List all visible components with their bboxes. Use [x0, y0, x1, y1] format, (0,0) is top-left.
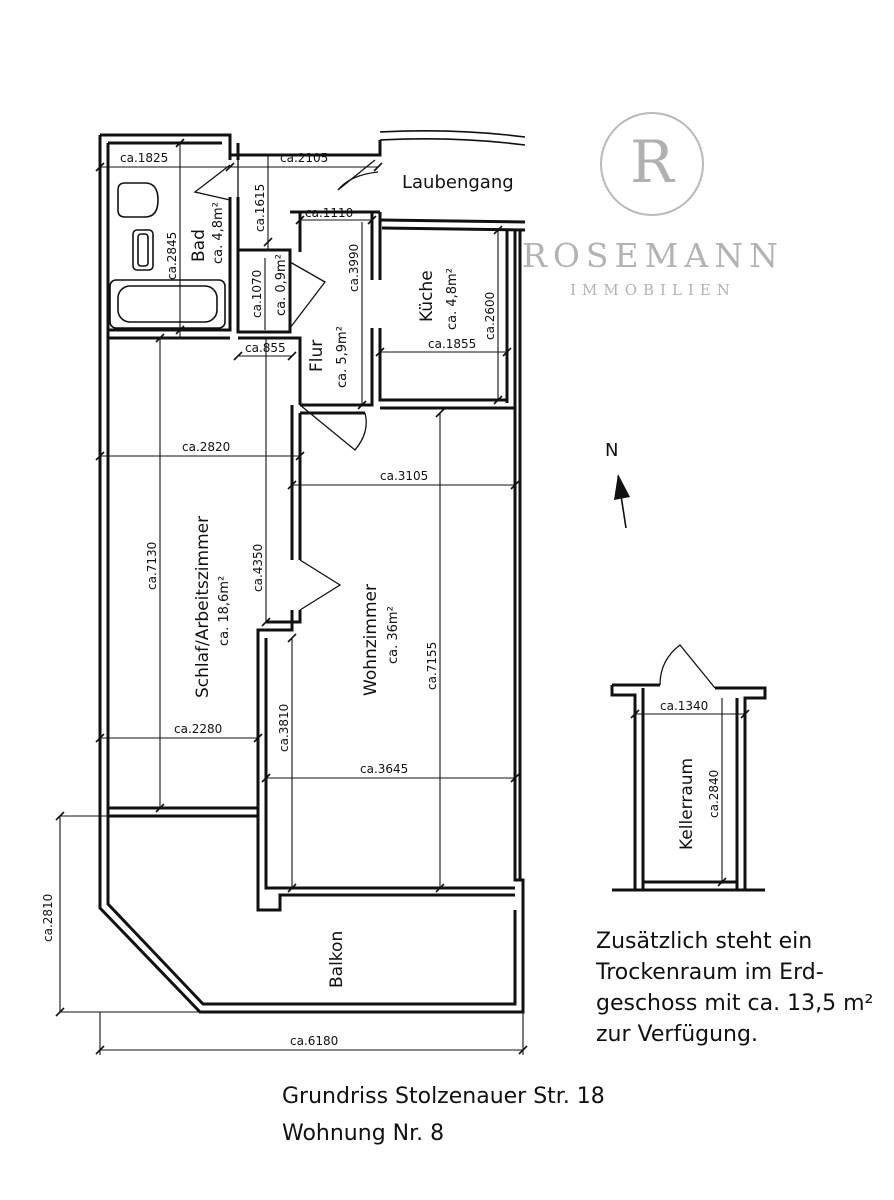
dim-label: ca.4350 — [251, 544, 265, 592]
room-name-balkon: Balkon — [327, 931, 347, 988]
dim-label: ca.3105 — [380, 469, 428, 483]
north-arrow-icon — [614, 474, 630, 529]
dim-label: ca.2810 — [41, 894, 55, 942]
dim-label: ca.3810 — [277, 704, 291, 752]
laubengang-label: Laubengang — [402, 172, 514, 193]
dim-label: ca.2600 — [483, 292, 497, 340]
dim-label: ca.1615 — [253, 184, 267, 232]
north-label: N — [605, 440, 619, 461]
caption-unit: Wohnung Nr. 8 — [282, 1121, 445, 1146]
dim-label: ca.1340 — [660, 699, 708, 713]
dim-label: ca.6180 — [290, 1034, 338, 1048]
dim-label: ca.1110 — [305, 206, 353, 220]
watermark-brand-name: ROSEMANN — [522, 236, 784, 275]
additional-note: Zusätzlich steht ein Trockenraum im Erd-… — [596, 926, 894, 1050]
dim-label: ca.3990 — [347, 244, 361, 292]
room-name-wohn: Wohnzimmer — [361, 584, 381, 696]
dimension-lines — [59, 143, 745, 1055]
caption-address: Grundriss Stolzenauer Str. 18 — [282, 1084, 605, 1109]
room-area-flur: ca. 5,9m² — [335, 326, 350, 388]
watermark-logo-letter: R — [630, 128, 674, 196]
dim-label: ca.1070 — [250, 270, 264, 318]
dim-label: ca.2820 — [182, 440, 230, 454]
dim-label: ca.1825 — [120, 151, 168, 165]
dim-label: ca.2280 — [174, 722, 222, 736]
inner-walls — [108, 135, 515, 912]
note-line: zur Verfügung. — [596, 1022, 758, 1047]
dim-label: ca.7155 — [425, 642, 439, 690]
dim-label: ca.3645 — [360, 762, 408, 776]
outer-walls — [98, 129, 526, 1014]
plan-caption: Grundriss Stolzenauer Str. 18 Wohnung Nr… — [282, 1078, 605, 1152]
room-name-schlaf: Schlaf/Arbeitszimmer — [193, 516, 213, 698]
room-name-bad: Bad — [189, 229, 209, 262]
note-line: Trockenraum im Erd- — [596, 960, 824, 985]
watermark-logo: R — [600, 112, 704, 216]
dim-label: ca.2840 — [707, 770, 721, 818]
room-area-schlaf: ca. 18,6m² — [217, 576, 232, 646]
dim-label: ca.2845 — [165, 232, 179, 280]
dim-label: ca.7130 — [145, 542, 159, 590]
room-area-wc: ca. 0,9m² — [274, 254, 289, 316]
room-name-keller: Kellerraum — [677, 758, 697, 850]
dim-label: ca.855 — [245, 341, 286, 355]
room-name-kueche: Küche — [417, 270, 437, 322]
room-area-bad: ca. 4,8m² — [211, 202, 226, 264]
bathroom-fixtures — [109, 182, 226, 329]
room-labels: Bad ca. 4,8m² ca. 0,9m² Flur ca. 5,9m² K… — [189, 172, 697, 988]
dimension-labels: ca.1825 ca.2105 ca.1110 ca.1855 ca.855 c… — [41, 151, 721, 1048]
dimension-ticks — [55, 138, 750, 1055]
room-area-wohn: ca. 36m² — [386, 606, 401, 664]
dim-label: ca.1855 — [428, 337, 476, 351]
room-name-flur: Flur — [307, 340, 327, 372]
doors — [193, 155, 379, 611]
watermark-brand-subtitle: IMMOBILIEN — [570, 281, 736, 299]
room-area-kueche: ca. 4,8m² — [445, 268, 460, 330]
note-line: Zusätzlich steht ein — [596, 929, 813, 954]
dim-label: ca.2105 — [280, 151, 328, 165]
note-line: geschoss mit ca. 13,5 m² — [596, 991, 874, 1016]
